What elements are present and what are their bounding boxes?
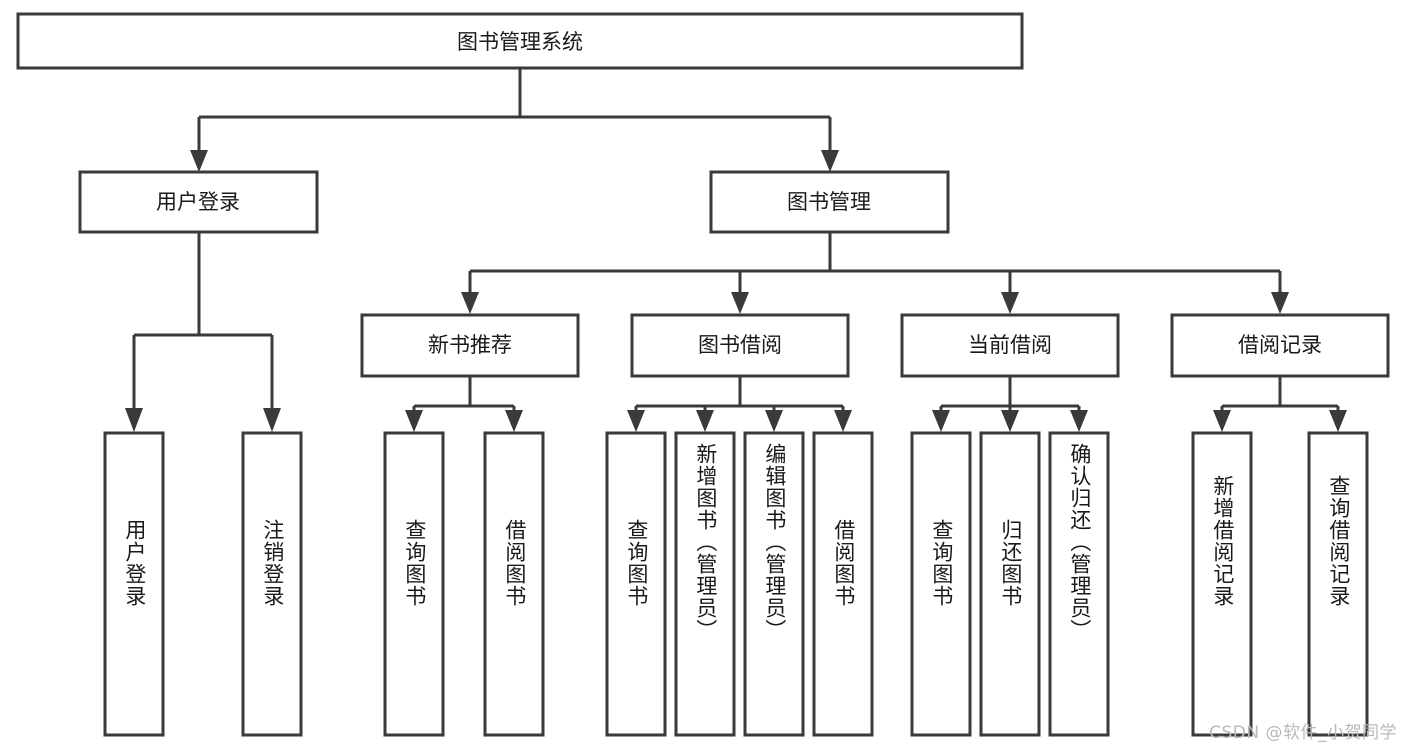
node-user-login-label: 用户登录 [156, 190, 240, 214]
node-layer: 图书管理系统 用户登录 图书管理 新书推荐 图书借阅 当前 [16, 12, 1390, 737]
node-root[interactable]: 图书管理系统 [16, 12, 1024, 70]
arrowhead-leaf-cb-0 [932, 410, 950, 432]
node-user-login[interactable]: 用户登录 [78, 170, 319, 234]
leaf-box-nbr-1[interactable] [483, 431, 545, 737]
node-current-borrow[interactable]: 当前借阅 [900, 313, 1120, 378]
leaf-box-br-1[interactable] [1307, 431, 1369, 737]
arrowhead-leaf-cb-1 [1001, 410, 1019, 432]
arrowhead-book-borrow [731, 292, 749, 314]
node-current-borrow-box[interactable] [900, 313, 1120, 378]
node-new-book-recommend-label: 新书推荐 [428, 333, 512, 357]
leaf-box-cb-1[interactable] [979, 431, 1041, 737]
arrowhead-leaf-br-0 [1213, 410, 1231, 432]
node-new-book-recommend[interactable]: 新书推荐 [360, 313, 580, 378]
leaf-box-bb-1[interactable] [674, 431, 736, 737]
arrowhead-leaf-br-1 [1329, 410, 1347, 432]
arrowhead-user-login [190, 150, 208, 172]
leaf-box-bb-0[interactable] [605, 431, 667, 737]
node-borrow-record-box[interactable] [1170, 313, 1390, 378]
node-book-manage[interactable]: 图书管理 [709, 170, 950, 234]
arrowhead-new-book-recommend [461, 292, 479, 314]
node-book-manage-box[interactable] [709, 170, 950, 234]
arrowhead-book-manage [821, 150, 839, 172]
arrowhead-leaf-user-login-0 [125, 408, 143, 432]
leaf-box-bb-3[interactable] [812, 431, 874, 737]
leaf-box-user-login-1[interactable] [241, 431, 303, 737]
arrowhead-leaf-bb-3 [834, 410, 852, 432]
node-new-book-recommend-box[interactable] [360, 313, 580, 378]
connector-layer [125, 68, 1347, 432]
arrowhead-leaf-bb-1 [696, 410, 714, 432]
leaf-box-cb-0[interactable] [910, 431, 972, 737]
leaf-box-user-login-0[interactable] [103, 431, 165, 737]
leaf-box-br-0[interactable] [1191, 431, 1253, 737]
arrowhead-leaf-nbr-1 [505, 410, 523, 432]
node-borrow-record[interactable]: 借阅记录 [1170, 313, 1390, 378]
node-current-borrow-label: 当前借阅 [968, 333, 1052, 357]
arrowhead-leaf-bb-2 [765, 410, 783, 432]
leaf-box-bb-2[interactable] [743, 431, 805, 737]
node-book-borrow-label: 图书借阅 [698, 333, 782, 357]
arrowhead-borrow-record [1271, 292, 1289, 314]
node-root-box[interactable] [16, 12, 1024, 70]
arrowhead-leaf-user-login-1 [263, 408, 281, 432]
arrowhead-current-borrow [1001, 292, 1019, 314]
csdn-watermark: CSDN @软件_小贺同学 [1209, 723, 1397, 743]
arrowhead-leaf-bb-0 [627, 410, 645, 432]
node-book-borrow[interactable]: 图书借阅 [630, 313, 850, 378]
leaf-box-cb-2[interactable] [1048, 431, 1110, 737]
node-book-manage-label: 图书管理 [787, 190, 871, 214]
node-borrow-record-label: 借阅记录 [1238, 333, 1322, 357]
node-root-label: 图书管理系统 [457, 30, 583, 54]
node-user-login-box[interactable] [78, 170, 319, 234]
arrowhead-leaf-nbr-0 [405, 410, 423, 432]
node-book-borrow-box[interactable] [630, 313, 850, 378]
arrowhead-leaf-cb-2 [1070, 410, 1088, 432]
leaf-box-nbr-0[interactable] [383, 431, 445, 737]
